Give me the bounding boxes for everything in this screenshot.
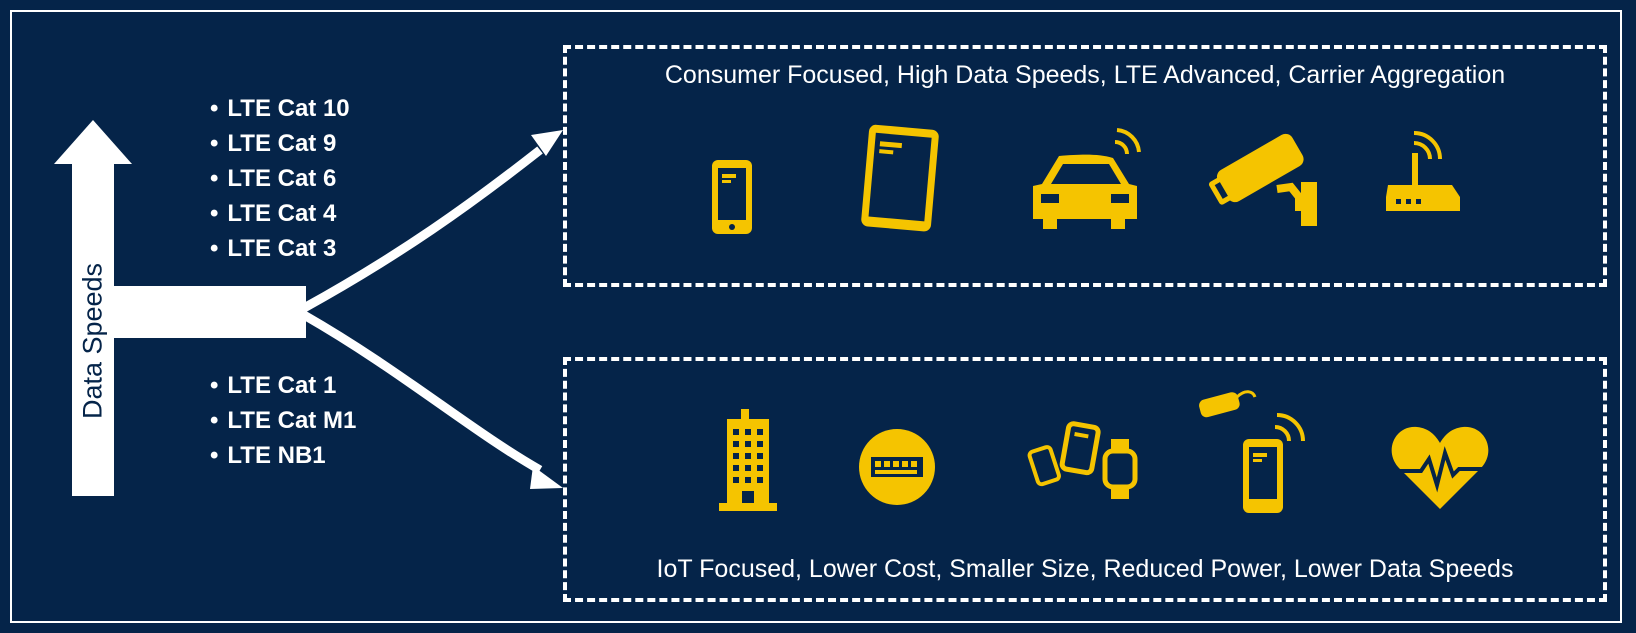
lower-category-list: LTE Cat 1 LTE Cat M1 LTE NB1 [210,368,356,473]
smart-meter-icon [859,429,935,505]
category-item: LTE Cat 3 [210,231,350,266]
consumer-caption: Consumer Focused, High Data Speeds, LTE … [664,61,1506,89]
branch-stem [114,286,306,338]
category-item: LTE Cat 4 [210,196,350,231]
category-item: LTE Cat 9 [210,126,350,161]
category-item: LTE Cat 1 [210,368,356,403]
wifi-router-icon [1386,131,1460,211]
panel-border [10,10,1622,623]
iot-box: IoT Focused, Lower Cost, Smaller Size, R… [563,357,1607,602]
connected-car-icon [1033,128,1141,229]
building-icon [719,409,777,511]
wearable-devices-icon [1027,421,1138,499]
upper-branch-arrow [301,146,543,312]
category-item: LTE Cat M1 [210,403,356,438]
tracker-phone-icon [1199,390,1305,513]
heart-rate-icon [1391,426,1489,509]
category-item: LTE Cat 6 [210,161,350,196]
up-arrow-shaft [72,150,114,496]
category-item: LTE Cat 10 [210,91,349,126]
security-camera-icon [1208,133,1317,226]
tablet-icon [861,124,939,232]
consumer-box: Consumer Focused, High Data Speeds, LTE … [563,45,1607,287]
upper-category-list: LTE Cat 10 LTE Cat 9 LTE Cat 6 LTE Cat 4… [210,91,350,266]
smartphone-icon [712,160,752,234]
lower-branch-arrow [301,311,543,474]
iot-caption: IoT Focused, Lower Cost, Smaller Size, R… [656,555,1514,583]
upper-arrow-head [531,130,563,156]
lower-arrow-head [530,466,563,489]
category-item: LTE NB1 [210,438,356,473]
